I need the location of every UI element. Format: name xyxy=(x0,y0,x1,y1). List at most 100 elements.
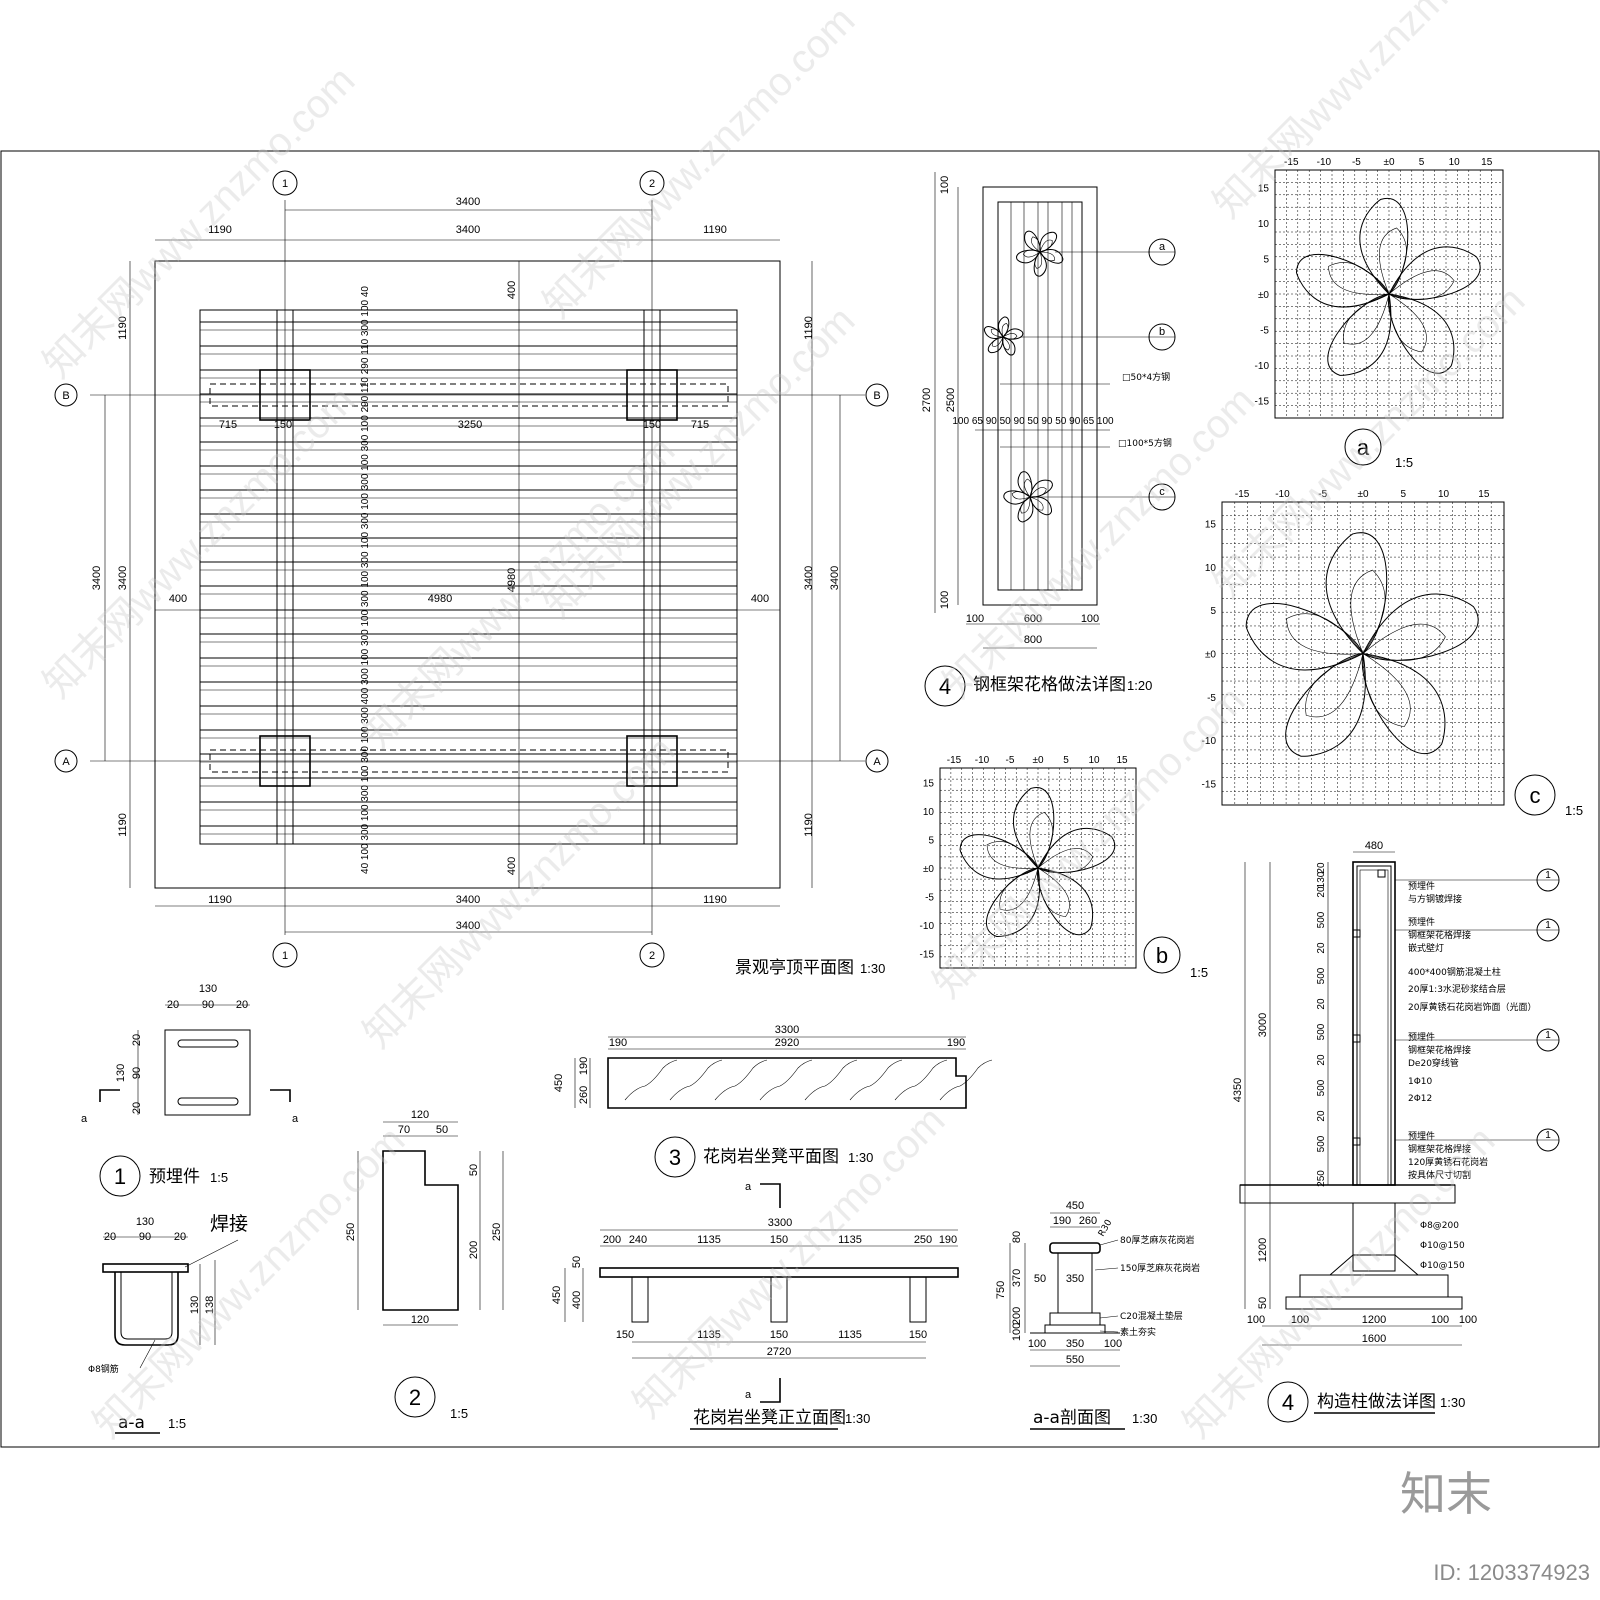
bs-dim: 350 xyxy=(1066,1273,1084,1285)
grid-tick: -10 xyxy=(1255,361,1270,372)
steel-spacing: 100 65 90 50 90 50 90 50 90 65 100 xyxy=(952,416,1114,427)
bs-dim: 200 xyxy=(1011,1307,1023,1325)
be-dim: 50 xyxy=(571,1256,583,1268)
col-tag: 1 xyxy=(1545,920,1551,931)
col-num: 4 xyxy=(1282,1390,1294,1415)
grid-tick: -10 xyxy=(975,755,990,766)
be-title: 花岗岩坐凳正立面图 xyxy=(693,1408,846,1428)
watermark: 知末网www.znzmo.com xyxy=(35,58,363,386)
col-note: 20厚黄锈石花岗岩饰面（光面） xyxy=(1408,1001,1536,1013)
plan-dim: 3400 xyxy=(117,566,129,590)
plan-dim: 3400 xyxy=(456,196,480,208)
embed-num: 1 xyxy=(114,1164,126,1189)
col-note: 按具体尺寸切割 xyxy=(1408,1169,1471,1181)
col-seg-dim: 20 xyxy=(1316,886,1327,898)
col-bdim: 100 xyxy=(1459,1314,1477,1326)
flower-c-label: c xyxy=(1530,783,1541,808)
bench-section-aa: 450 190 260 R30 80厚芝麻灰花岗岩 150厚芝麻灰花岗岩 C20… xyxy=(995,1200,1200,1430)
col-bdim: 100 xyxy=(1431,1314,1449,1326)
be-scale: 1:30 xyxy=(845,1411,870,1426)
beam-dim: 3250 xyxy=(458,419,482,431)
grid-tick: 15 xyxy=(1116,755,1128,766)
bp-dim: 2920 xyxy=(775,1037,799,1049)
beam-dim: 150 xyxy=(274,419,292,431)
col-tag: 1 xyxy=(1545,1030,1551,1041)
grid-tick: -15 xyxy=(1235,489,1250,500)
flower-b-label: b xyxy=(1156,943,1168,968)
be-dim: 3300 xyxy=(768,1217,792,1229)
col-tag: 1 xyxy=(1545,1130,1551,1141)
bs-title: a-a剖面图 xyxy=(1033,1408,1111,1428)
steel-dim: 100 xyxy=(939,176,951,194)
d2-dim: 200 xyxy=(468,1241,480,1259)
plan-dim: 3400 xyxy=(803,566,815,590)
bs-dim: 100 xyxy=(1011,1323,1023,1341)
plan-dim: 4980 xyxy=(428,593,452,605)
steel-note-100: □100*5方钢 xyxy=(1118,437,1172,449)
col-note: 20厚1:3水泥砂浆结合层 xyxy=(1408,983,1506,995)
col-seg-dim: 500 xyxy=(1316,911,1327,928)
be-dim: 2720 xyxy=(767,1346,791,1358)
pavilion-roof-plan: 1 2 1 2 B A B A 3400 1190 3400 1190 1190… xyxy=(54,170,889,978)
col-note: 400*400钢筋混凝土柱 xyxy=(1408,966,1501,978)
grid-1-bottom: 1 xyxy=(282,950,288,962)
bp-dim: 190 xyxy=(609,1037,627,1049)
be-dim: 150 xyxy=(616,1329,634,1341)
plan-dim: 3400 xyxy=(456,920,480,932)
plan-dim: 1190 xyxy=(208,224,232,236)
col-note: 预埋件 xyxy=(1408,1031,1435,1043)
aa-dim: 138 xyxy=(204,1296,216,1314)
grid-tick: -5 xyxy=(1352,157,1361,168)
plan-dim: 400 xyxy=(751,593,769,605)
steel-dim: 100 xyxy=(966,613,984,625)
grid-tick: -15 xyxy=(920,950,935,961)
plan-dim: 400 xyxy=(169,593,187,605)
brand-id: ID: 1203374923 xyxy=(1433,1560,1590,1585)
grid-tick: 5 xyxy=(1401,489,1407,500)
d2-dim: 250 xyxy=(345,1223,357,1241)
flower-a-scale: 1:5 xyxy=(1395,455,1413,470)
steel-dim: 800 xyxy=(1024,634,1042,646)
embedded-part-detail: 130 20 90 20 130 20 90 20 a a 1 预埋件 1:5 xyxy=(81,983,299,1197)
steel-note-50: □50*4方钢 xyxy=(1122,371,1170,383)
brand-logo: 知末 xyxy=(1400,1467,1492,1521)
grid-tick: 5 xyxy=(1210,606,1216,617)
bs-dim: 350 xyxy=(1066,1338,1084,1350)
col-seg-dim: 20 xyxy=(1316,998,1327,1010)
grid-tick: -10 xyxy=(1317,157,1332,168)
plan-scale: 1:30 xyxy=(860,961,885,976)
col-note: 预埋件 xyxy=(1408,1130,1435,1142)
bp-dim: 260 xyxy=(578,1086,590,1104)
bs-dim: 260 xyxy=(1079,1215,1097,1227)
grid-tick: ±0 xyxy=(1383,157,1394,168)
watermark: 知末网www.znzmo.com xyxy=(925,678,1253,1006)
grid-tick: -15 xyxy=(1284,157,1299,168)
plan-title: 景观亭顶平面图 xyxy=(735,958,854,978)
grid-tick: ±0 xyxy=(923,864,934,875)
col-bdim: 1200 xyxy=(1362,1314,1386,1326)
beam-dim: 150 xyxy=(643,419,661,431)
bs-dim: 450 xyxy=(1066,1200,1084,1212)
embed-dim: 20 xyxy=(131,1034,143,1046)
plan-dim: 1190 xyxy=(803,316,815,340)
col-bdim: 100 xyxy=(1291,1314,1309,1326)
grid-tick: -10 xyxy=(1275,489,1290,500)
col-seg-dim: 20 xyxy=(1316,862,1327,874)
bs-note: 80厚芝麻灰花岗岩 xyxy=(1120,1234,1194,1246)
grid-tick: -15 xyxy=(1202,779,1217,790)
col-note: Φ8@200 xyxy=(1420,1221,1459,1231)
d2-dim: 120 xyxy=(411,1314,429,1326)
steel-scale: 1:20 xyxy=(1127,678,1152,693)
be-dim: 200 xyxy=(603,1234,621,1246)
cut-a-left: a xyxy=(81,1113,88,1125)
bs-note: C20混凝土垫层 xyxy=(1120,1310,1183,1322)
embed-dim: 20 xyxy=(167,999,179,1011)
flower-b-scale: 1:5 xyxy=(1190,965,1208,980)
plan-dim: 3400 xyxy=(91,566,103,590)
grid-tick: ±0 xyxy=(1205,650,1216,661)
bs-r: R30 xyxy=(1097,1218,1115,1239)
embed-dim: 90 xyxy=(131,1067,143,1079)
grid-tick: -5 xyxy=(1207,693,1216,704)
steel-dim: 100 xyxy=(1081,613,1099,625)
be-cut: a xyxy=(745,1181,752,1193)
